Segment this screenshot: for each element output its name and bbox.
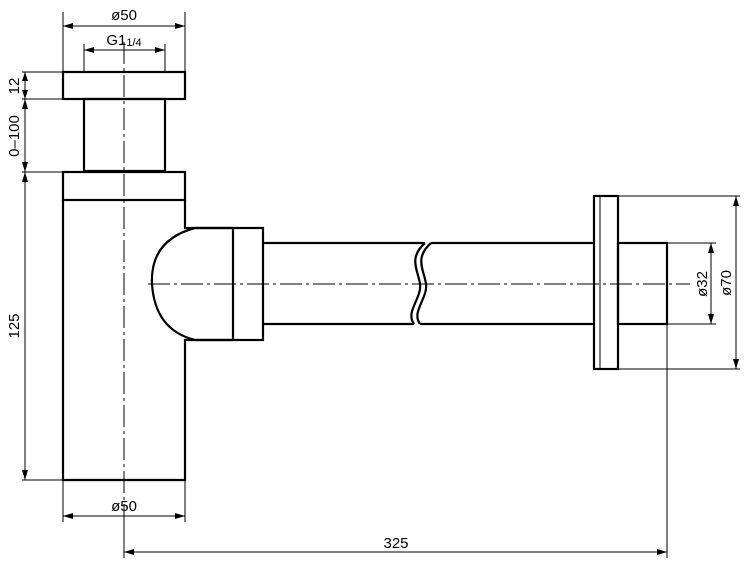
- center-lines: [123, 42, 690, 505]
- pipe-diameter-label: ø32: [694, 271, 711, 297]
- outlet-pipe-right: [420, 241, 594, 326]
- top-diameter-label: ø50: [111, 7, 137, 24]
- bottom-diameter-label: ø50: [111, 498, 137, 515]
- bottle-trap-outline: [61, 70, 669, 482]
- wall-rosette: [592, 194, 620, 371]
- dimension-labels: ø50 G11/4 12 0–100 125 ø50 325 ø32 ø70: [6, 7, 735, 552]
- dimension-lines: [22, 23, 739, 555]
- thread-label: G11/4: [106, 32, 141, 49]
- outlet-length-label: 325: [383, 535, 408, 552]
- extension-lines: [22, 12, 740, 558]
- body-height-label: 125: [6, 313, 23, 338]
- outlet-pipe-left: [263, 241, 425, 326]
- cap-height-label: 12: [6, 78, 23, 95]
- adjust-range-label: 0–100: [6, 115, 23, 157]
- rosette-diameter-label: ø70: [718, 270, 735, 296]
